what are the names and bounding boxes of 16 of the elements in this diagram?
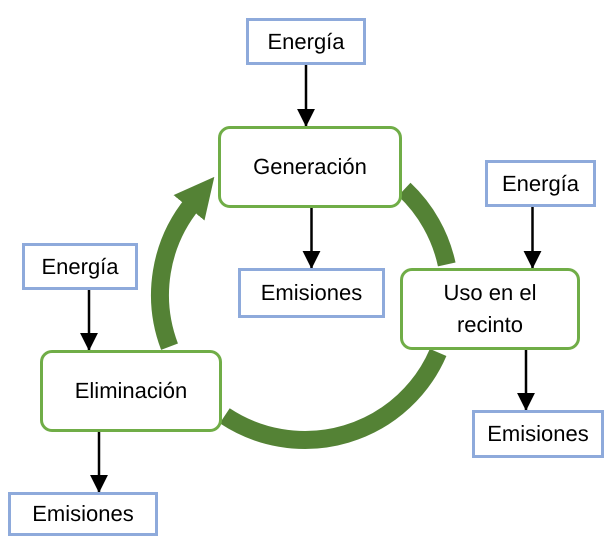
label-box: Emisiones <box>472 410 604 458</box>
arrow <box>80 290 98 351</box>
arrow <box>90 432 108 493</box>
label-box: Energía <box>22 243 138 290</box>
label-box: Emisiones <box>238 268 385 318</box>
arrow <box>517 350 535 411</box>
process-box: Generación <box>218 126 402 208</box>
process-box: Uso en el recinto <box>400 268 580 350</box>
label-box: Emisiones <box>8 492 158 536</box>
arrow <box>297 65 315 127</box>
process-box: Eliminación <box>40 350 222 432</box>
label-box: Energía <box>485 160 596 207</box>
arrow <box>524 207 542 269</box>
label-box: Energía <box>246 18 366 65</box>
arrow <box>302 208 320 269</box>
cycle-arrow <box>151 176 213 350</box>
